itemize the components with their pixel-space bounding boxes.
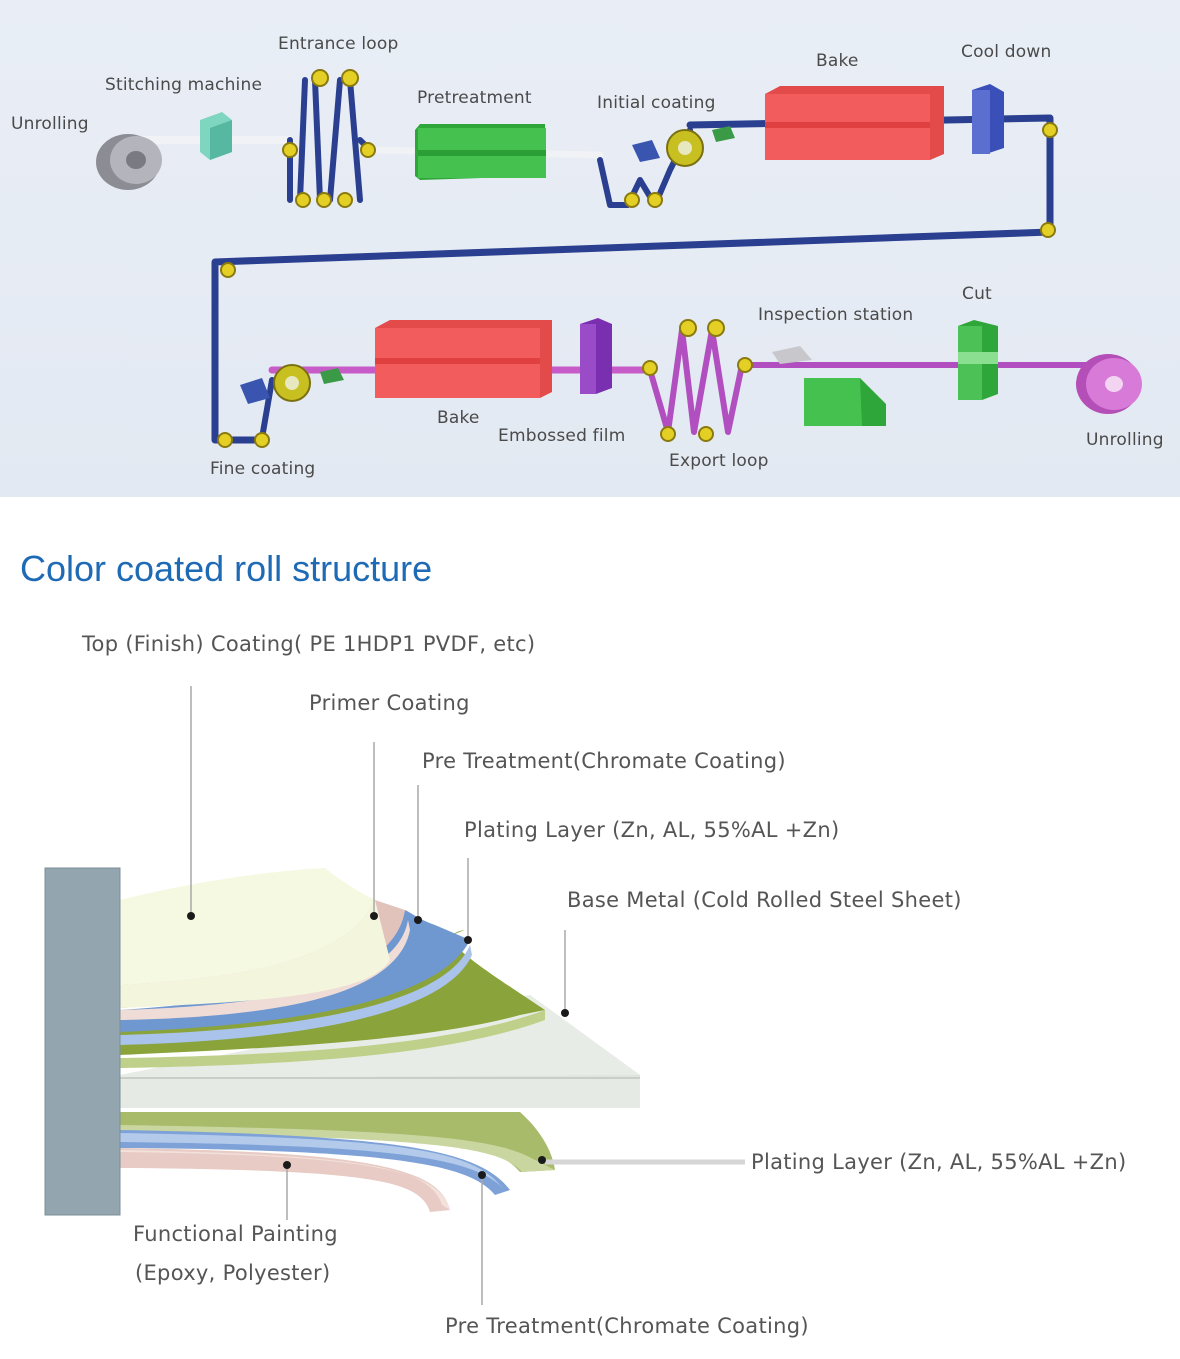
label-functional-painting: Functional Painting <box>133 1222 338 1246</box>
structure-title: Color coated roll structure <box>20 548 433 589</box>
label-plating-bottom: Plating Layer (Zn, AL, 55%AL +Zn) <box>751 1150 1127 1174</box>
stitching-machine <box>200 112 232 160</box>
pretreatment-tank <box>415 124 546 180</box>
steel-strip-top <box>131 77 1054 444</box>
label-functional-painting-types: (Epoxy, Polyester) <box>135 1261 331 1285</box>
initial-coating-unit <box>624 126 735 208</box>
cut-machine <box>958 320 998 400</box>
pretreatment-layer-top <box>120 910 472 1045</box>
unrolling-coil-right <box>1076 354 1142 414</box>
process-line-diagram: Unrolling Stitching machine Entrance loo… <box>0 0 1180 497</box>
label-top-coating: Top (Finish) Coating( PE 1HDP1 PVDF, etc… <box>82 632 536 656</box>
label-pretreatment: Pretreatment <box>417 88 532 108</box>
pretreatment-layer-bottom <box>120 1130 510 1195</box>
label-inspection-station: Inspection station <box>758 305 914 325</box>
label-embossed-film: Embossed film <box>498 426 626 446</box>
cool-down-unit <box>972 84 1004 154</box>
bake-oven-top <box>765 86 944 160</box>
fine-coating-unit <box>240 364 344 404</box>
embossed-film-unit <box>580 318 658 394</box>
export-loop-rollers <box>660 319 753 442</box>
label-bake-top: Bake <box>816 51 859 71</box>
top-finish-coating <box>120 868 390 1008</box>
label-primer-coating: Primer Coating <box>309 691 470 715</box>
label-unrolling-in: Unrolling <box>11 114 89 134</box>
bake-oven-bottom <box>375 320 552 398</box>
label-fine-coating: Fine coating <box>210 459 316 479</box>
label-export-loop: Export loop <box>669 451 769 471</box>
cross-section-block <box>45 868 120 1215</box>
unrolling-coil-left <box>96 134 162 190</box>
label-cool-down: Cool down <box>961 42 1052 62</box>
leader-lines <box>190 686 745 1305</box>
label-pretreatment-top: Pre Treatment(Chromate Coating) <box>422 749 786 773</box>
layer-structure-svg <box>44 686 745 1305</box>
label-bake-bottom: Bake <box>437 408 480 428</box>
plating-layer-bottom <box>120 1112 555 1172</box>
label-unrolling-out: Unrolling <box>1086 430 1164 450</box>
label-cut: Cut <box>962 284 992 304</box>
label-base-metal: Base Metal (Cold Rolled Steel Sheet) <box>567 888 962 912</box>
label-entrance-loop: Entrance loop <box>278 34 399 54</box>
label-stitching-machine: Stitching machine <box>105 75 263 95</box>
label-initial-coating: Initial coating <box>597 93 716 113</box>
entrance-loop-rollers <box>282 69 376 208</box>
leader-dots <box>187 912 569 1179</box>
functional-painting-layer <box>120 1148 450 1212</box>
cross-section-block-edge <box>44 867 121 1216</box>
label-pretreatment-bottom: Pre Treatment(Chromate Coating) <box>445 1314 809 1338</box>
process-line-svg <box>0 0 1180 497</box>
inspection-station <box>772 346 886 426</box>
layer-structure-diagram: Top (Finish) Coating( PE 1HDP1 PVDF, etc… <box>0 600 1180 1355</box>
turn-rollers <box>217 122 1058 448</box>
label-plating-top: Plating Layer (Zn, AL, 55%AL +Zn) <box>464 818 840 842</box>
